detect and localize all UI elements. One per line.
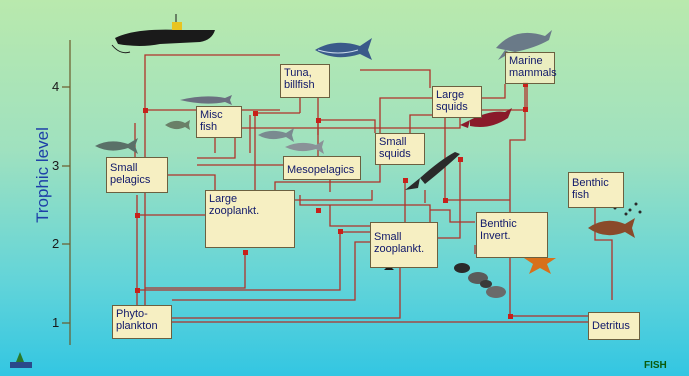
node-small-zooplankt: Small zooplankt.	[370, 222, 438, 268]
node-detritus: Detritus	[588, 312, 640, 340]
node-phytoplankton: Phyto- plankton	[112, 305, 172, 339]
trophic-links	[134, 54, 613, 323]
tick-2: 2	[52, 236, 60, 251]
tick-1: 1	[52, 315, 60, 330]
trophic-axis	[62, 40, 71, 345]
node-mesopelagics: Mesopelagics	[283, 156, 361, 180]
fish-icon	[95, 120, 324, 154]
corner-logo-text: FISH	[644, 360, 667, 371]
node-tuna-billfish: Tuna, billfish	[280, 64, 330, 98]
grouper-icon	[588, 202, 642, 238]
node-small-squids: Small squids	[375, 133, 425, 165]
island-logo-icon	[10, 352, 32, 368]
tuna-fish-icon	[315, 38, 372, 60]
tick-4: 4	[52, 79, 60, 94]
tick-3: 3	[52, 158, 60, 173]
fishing-boat-icon	[111, 14, 215, 54]
mussel-icon	[454, 263, 506, 298]
starfish-icon	[524, 248, 556, 274]
node-large-zooplankt: Large zooplankt.	[205, 190, 295, 248]
barracuda-icon	[180, 95, 232, 105]
trophic-level-axis-title: Trophic level	[33, 127, 52, 223]
squid-icon	[405, 108, 512, 190]
node-marine-mammals: Marine mammals	[505, 52, 557, 84]
node-small-pelagics: Small pelagics	[106, 157, 168, 193]
node-benthic-invert: Benthic Invert.	[476, 212, 548, 258]
node-benthic-fish: Benthic fish	[568, 172, 624, 208]
node-misc-fish: Misc fish	[196, 106, 242, 138]
node-large-squids: Large squids	[432, 86, 482, 118]
